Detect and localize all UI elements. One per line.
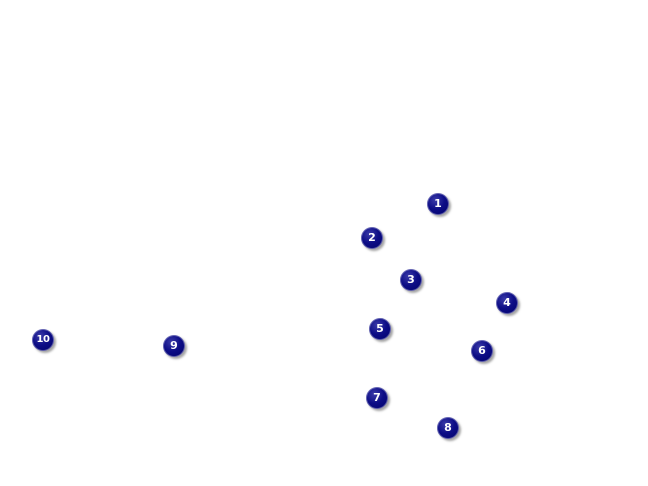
marker-6[interactable]: 6 xyxy=(471,340,493,362)
marker-1[interactable]: 1 xyxy=(427,193,449,215)
marker-9[interactable]: 9 xyxy=(163,335,185,357)
marker-10[interactable]: 10 xyxy=(32,329,54,351)
marker-3[interactable]: 3 xyxy=(400,269,422,291)
marker-5[interactable]: 5 xyxy=(369,318,391,340)
marker-8[interactable]: 8 xyxy=(437,417,459,439)
marker-2[interactable]: 2 xyxy=(361,227,383,249)
marker-7[interactable]: 7 xyxy=(366,387,388,409)
marker-4[interactable]: 4 xyxy=(496,292,518,314)
